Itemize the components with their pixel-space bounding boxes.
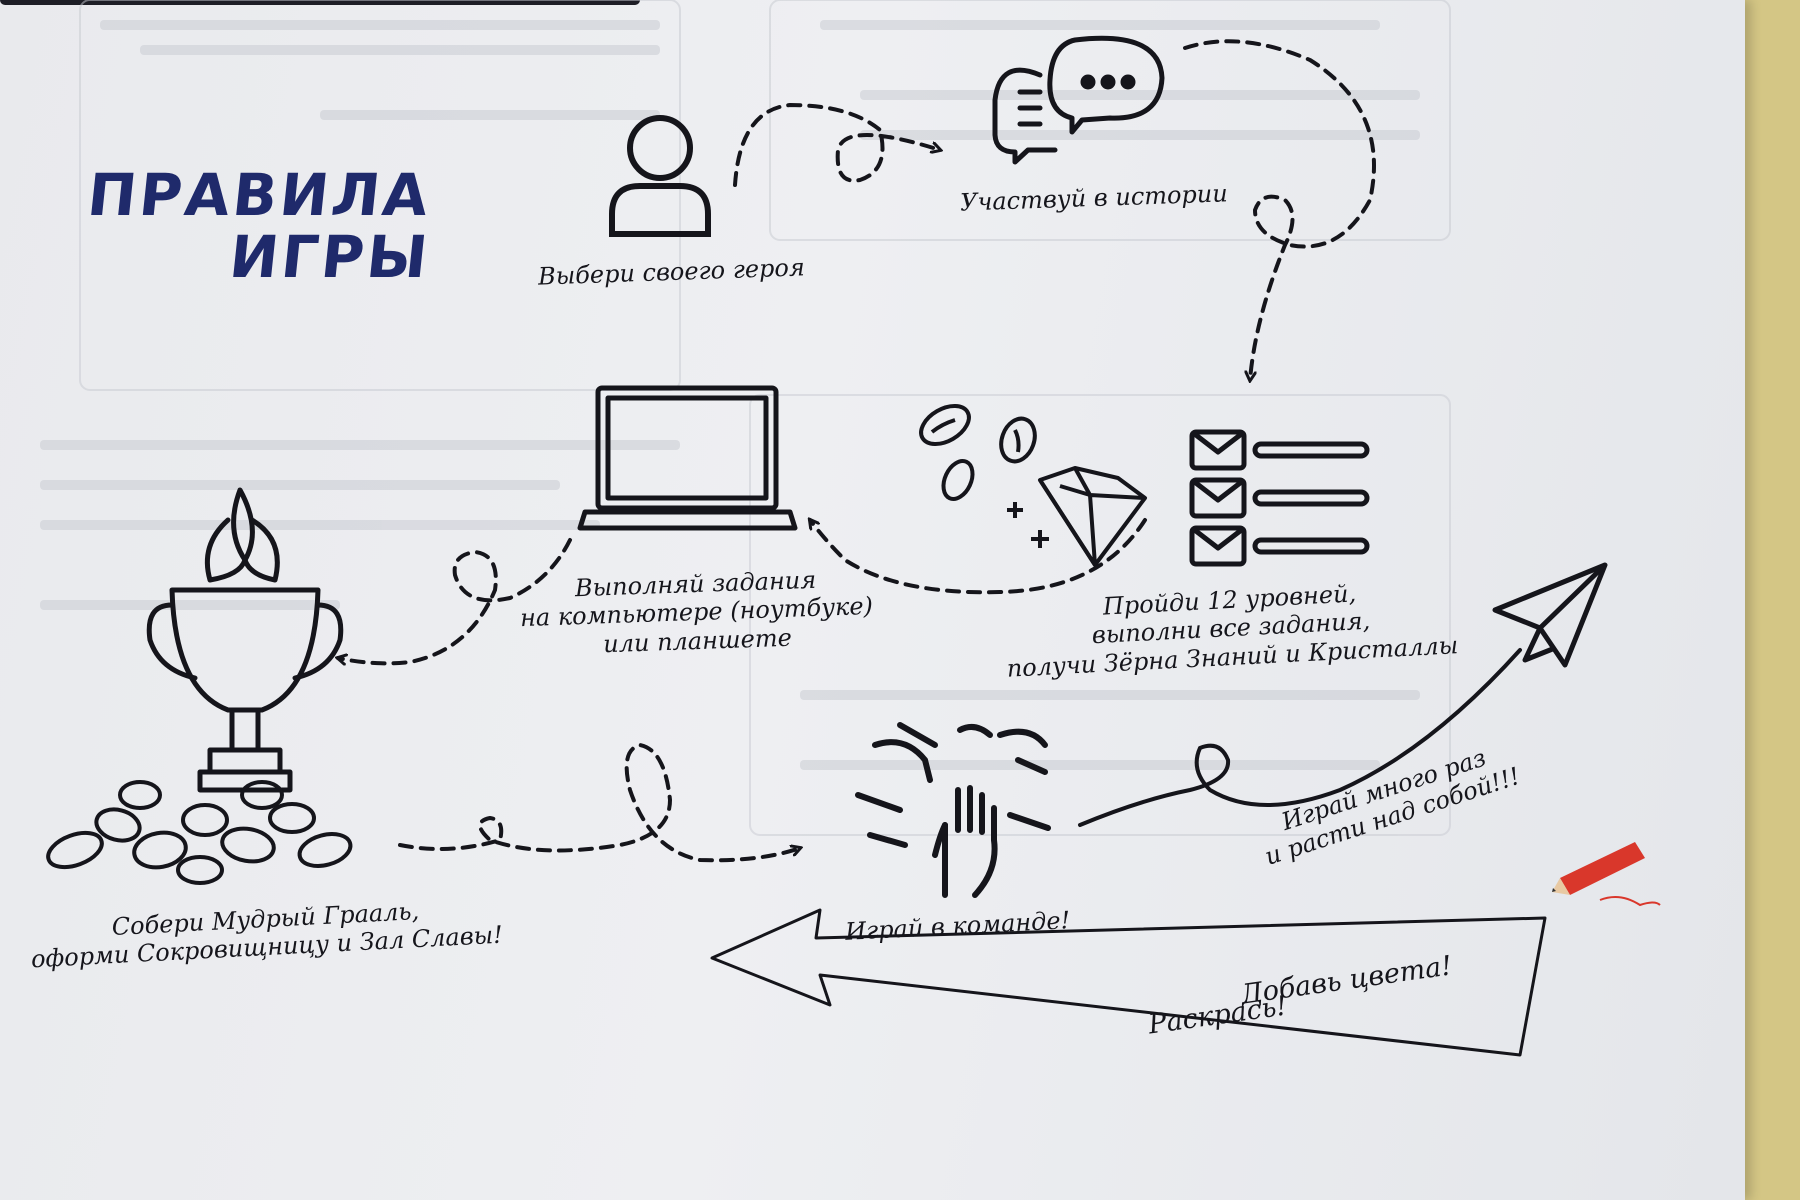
page-edge-bar (0, 0, 640, 5)
diamond-icon (1007, 466, 1147, 567)
page-title-line1: ПРАВИЛА (84, 161, 435, 229)
paper-plane-icon (1492, 562, 1608, 668)
team-hands-icon (855, 722, 1051, 898)
seed-pile-icon (46, 780, 353, 885)
color-banner-arrow (710, 908, 1547, 1057)
see-through-background (40, 0, 1451, 836)
laptop-icon (577, 385, 798, 531)
flow-connectors (338, 39, 1376, 863)
trophy-icon (146, 487, 344, 793)
caption-computer: Выполняй задания на компьютере (ноутбуке… (519, 564, 875, 661)
checklist-icon (1189, 429, 1370, 567)
page-title-line2: ИГРЫ (226, 223, 434, 291)
person-icon (609, 115, 711, 237)
growth-loop-line (1078, 648, 1522, 827)
seeds-icon (919, 404, 1037, 501)
chat-bubbles-icon (992, 35, 1165, 165)
pencil-icon (1552, 842, 1661, 907)
